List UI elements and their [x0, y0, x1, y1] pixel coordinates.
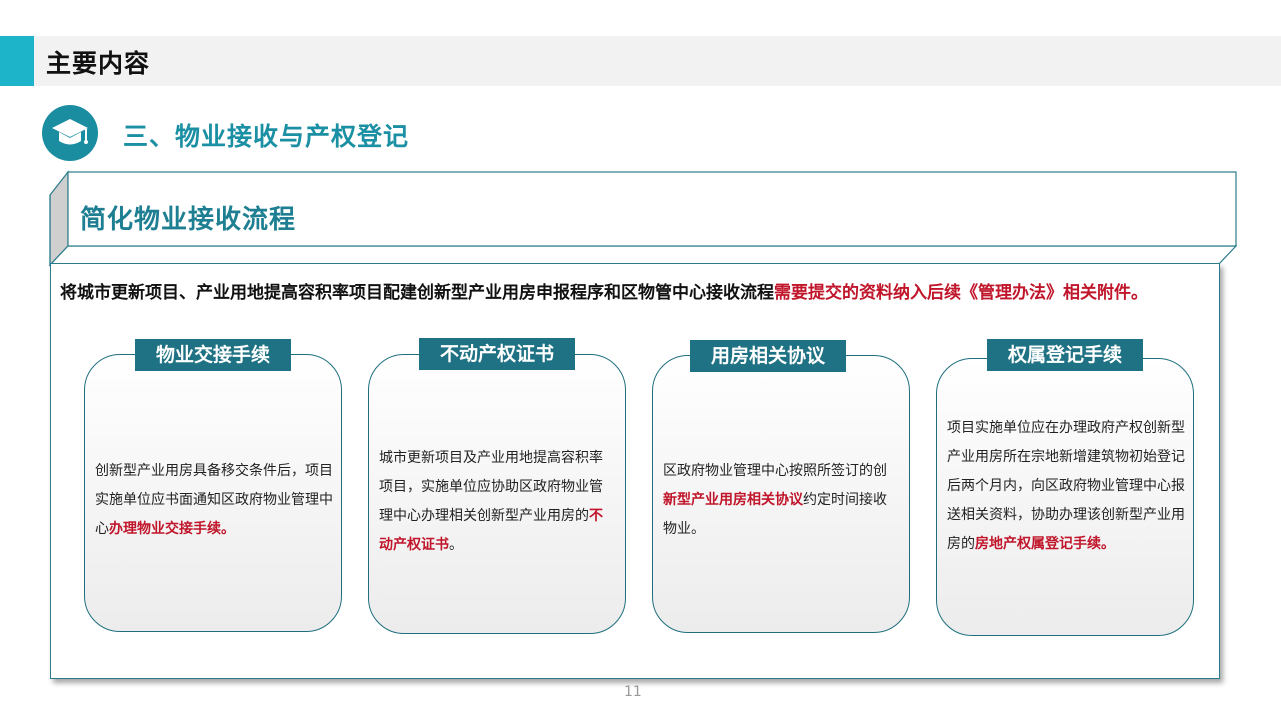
- header-accent: [0, 36, 34, 86]
- card-text: 区政府物业管理中心按照所签订的创新型产业用房相关协议约定时间接收物业。: [663, 457, 891, 544]
- card-housing-agreement: [652, 355, 910, 633]
- card-property-certificate: [368, 354, 626, 634]
- intro-highlight: 需要提交的资料纳入后续《管理办法》相关附件。: [774, 283, 1148, 303]
- card-text: 城市更新项目及产业用地提高容积率项目，实施单位应协助区政府物业管理中心办理相关创…: [379, 444, 607, 560]
- card-highlight: 不动产权证书: [379, 508, 603, 553]
- page-title: 主要内容: [46, 49, 151, 78]
- card-highlight: 房地产权属登记手续。: [975, 536, 1115, 552]
- banner-title: 简化物业接收流程: [80, 205, 297, 235]
- card-body: 项目实施单位应在办理政府产权创新型产业用房所在宗地新增建筑物初始登记后两个月内，…: [947, 420, 1185, 552]
- card-body-tail: 约定时间接收物业。: [663, 492, 887, 537]
- card-label: 权属登记手续: [987, 339, 1143, 371]
- card-body: 创新型产业用房具备移交条件后，项目实施单位应书面通知区政府物业管理中心: [95, 463, 333, 537]
- card-text: 项目实施单位应在办理政府产权创新型产业用房所在宗地新增建筑物初始登记后两个月内，…: [947, 414, 1189, 559]
- card-property-handover: [84, 354, 342, 632]
- card-highlight: 新型产业用房相关协议: [663, 492, 803, 508]
- card-label: 物业交接手续: [135, 339, 291, 371]
- card-ownership-registration: [936, 358, 1194, 636]
- card-body: 城市更新项目及产业用地提高容积率项目，实施单位应协助区政府物业管理中心办理相关创…: [379, 450, 603, 524]
- card-label: 用房相关协议: [690, 340, 846, 372]
- graduation-cap-icon: [42, 105, 98, 161]
- header-bar: 主要内容: [0, 36, 1281, 86]
- card-highlight: 办理物业交接手续。: [109, 521, 235, 537]
- intro-text: 将城市更新项目、产业用地提高容积率项目配建创新型产业用房申报程序和区物管中心接收…: [60, 283, 774, 303]
- card-body: 区政府物业管理中心按照所签订的创: [663, 463, 887, 479]
- card-text: 创新型产业用房具备移交条件后，项目实施单位应书面通知区政府物业管理中心办理物业交…: [95, 457, 335, 544]
- card-body-tail: 。: [449, 537, 463, 553]
- intro-paragraph: 将城市更新项目、产业用地提高容积率项目配建创新型产业用房申报程序和区物管中心接收…: [60, 276, 1210, 310]
- card-label: 不动产权证书: [419, 338, 575, 370]
- section-title: 三、物业接收与产权登记: [123, 122, 410, 151]
- page-number: 11: [624, 684, 642, 700]
